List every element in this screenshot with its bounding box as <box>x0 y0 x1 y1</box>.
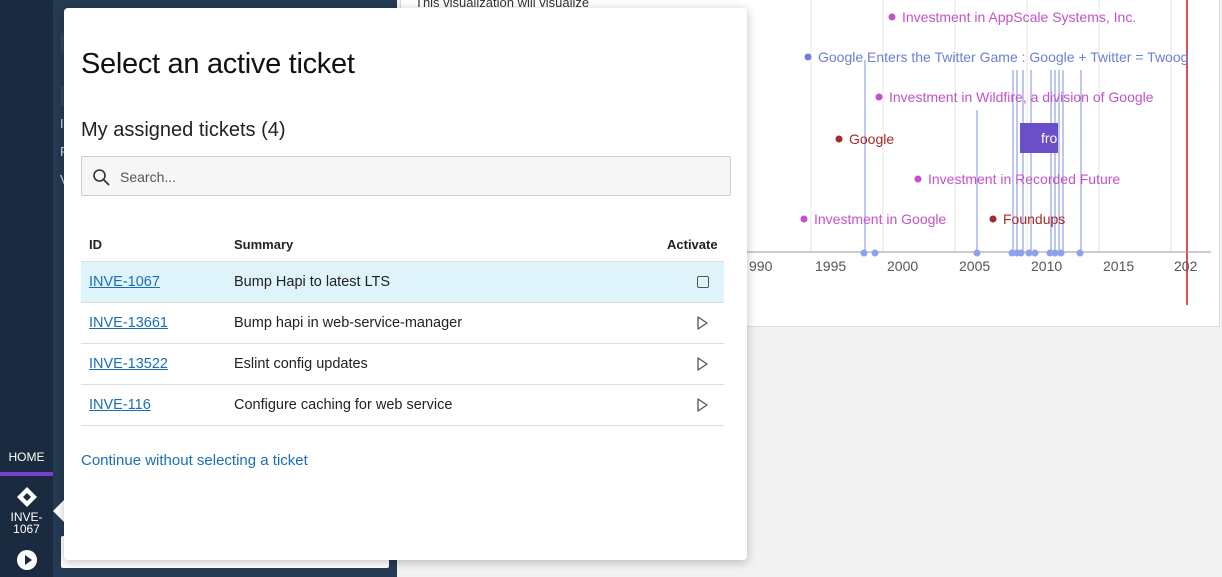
panel-text-fragment: I <box>60 116 64 131</box>
x-tick-label: 202 <box>1174 258 1198 274</box>
active-ticket-indicator[interactable]: INVE- 1067 <box>0 487 53 535</box>
table-row[interactable]: INVE-13661 Bump hapi in web-service-mana… <box>81 303 724 344</box>
x-tick-label: 990 <box>749 258 773 274</box>
event-label: Google <box>849 131 894 147</box>
modal-pointer <box>53 500 64 522</box>
search-input[interactable] <box>120 164 720 190</box>
event-dot <box>800 215 808 223</box>
event-dot <box>888 13 896 21</box>
column-header-id: ID <box>89 237 102 252</box>
table-row[interactable]: INVE-13522 Eslint config updates <box>81 344 724 385</box>
ticket-id-link[interactable]: INVE-13661 <box>89 315 168 331</box>
chart-top-note: This visualization will visualize <box>415 0 590 10</box>
event-range-label: fro <box>1041 130 1058 146</box>
x-axis-ticks: 990 1995 2000 2005 2010 2015 202 <box>749 258 1198 274</box>
event-dot <box>835 135 843 143</box>
x-tick-label: 2000 <box>887 258 918 274</box>
ticket-id-link[interactable]: INVE-13522 <box>89 356 168 372</box>
ticket-search[interactable] <box>81 156 731 196</box>
left-rail: HOME INVE- 1067 <box>0 0 53 577</box>
event-label: Google Enters the Twitter Game : Google … <box>818 49 1188 65</box>
tickets-table: ID Summary Activate INVE-1067 Bump Hapi … <box>81 232 724 426</box>
x-tick-label: 1995 <box>815 258 846 274</box>
event-label: Foundups <box>1003 211 1065 227</box>
event-label: Investment in Recorded Future <box>928 171 1120 187</box>
play-icon[interactable] <box>17 550 37 570</box>
chart-gridlines <box>810 0 1172 252</box>
ticket-id-link[interactable]: INVE-1067 <box>89 274 160 290</box>
event-label: Investment in Wildfire, a division of Go… <box>889 89 1154 105</box>
search-icon <box>93 169 110 186</box>
ticket-summary: Bump hapi in web-service-manager <box>234 315 463 331</box>
panel-text-fragment: F <box>60 144 68 159</box>
ticket-id-link[interactable]: INVE-116 <box>89 397 151 413</box>
x-tick-label: 2005 <box>959 258 990 274</box>
ticket-summary: Configure caching for web service <box>234 397 453 413</box>
column-header-activate: Activate <box>667 237 718 252</box>
select-ticket-modal: Select an active ticket My assigned tick… <box>64 8 747 560</box>
event-dot <box>875 93 883 101</box>
axis-event-markers <box>860 249 1084 257</box>
activate-play-icon[interactable] <box>695 316 709 330</box>
active-checkbox-icon[interactable] <box>697 276 709 288</box>
x-tick-label: 2010 <box>1031 258 1062 274</box>
assigned-tickets-heading: My assigned tickets (4) <box>81 119 286 141</box>
table-row[interactable]: INVE-1067 Bump Hapi to latest LTS <box>81 262 724 303</box>
x-tick-label: 2015 <box>1103 258 1134 274</box>
ticket-summary: Eslint config updates <box>234 356 368 372</box>
table-header: ID Summary Activate <box>81 232 724 262</box>
home-nav-item[interactable]: HOME <box>0 446 53 476</box>
ticket-label-line2: 1067 <box>13 522 40 536</box>
continue-without-ticket-link[interactable]: Continue without selecting a ticket <box>81 452 308 469</box>
column-header-summary: Summary <box>234 237 294 252</box>
table-row[interactable]: INVE-116 Configure caching for web servi… <box>81 385 724 426</box>
activate-play-icon[interactable] <box>695 357 709 371</box>
event-dot <box>804 53 812 61</box>
jira-diamond-icon <box>16 487 37 507</box>
timeline-chart: Investment in AppScale Systems, Inc. Goo… <box>741 0 1211 305</box>
activate-play-icon[interactable] <box>695 398 709 412</box>
event-label: Investment in AppScale Systems, Inc. <box>902 9 1136 25</box>
modal-title: Select an active ticket <box>81 48 355 80</box>
event-dot <box>989 215 997 223</box>
event-label: Investment in Google <box>814 211 947 227</box>
ticket-label-line1: INVE- <box>10 510 43 524</box>
event-dot <box>914 175 922 183</box>
event-range-bar <box>1020 123 1058 153</box>
timeline-event-lines <box>864 60 1082 252</box>
ticket-summary: Bump Hapi to latest LTS <box>234 274 391 290</box>
